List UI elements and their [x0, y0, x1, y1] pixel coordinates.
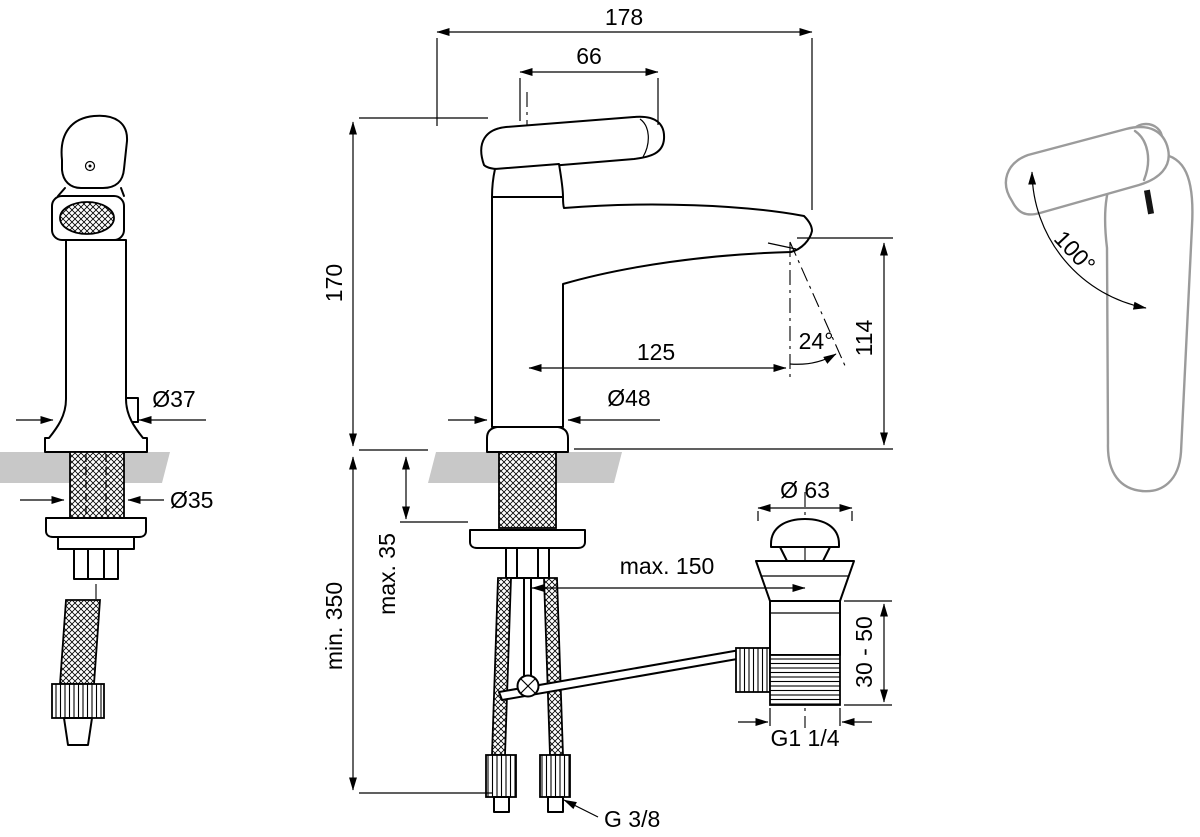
waste-assembly: Ø 63 max. 150 30 - 50 G1 1/4 [531, 477, 892, 751]
dim-label-spout-angle: 24° [799, 328, 834, 354]
dim-waste-range: 30 - 50 [844, 600, 892, 706]
dim-handle-length: 66 [519, 43, 659, 125]
hose-nut-left [485, 754, 517, 798]
dim-label-waste-range: 30 - 50 [851, 616, 877, 688]
hose-tip-right [547, 796, 564, 813]
swivel-arc [1028, 171, 1147, 310]
dim-side-diameter: Ø37 [16, 386, 206, 424]
mounting-nut-front [505, 547, 550, 579]
dim-overall-length: 178 [436, 4, 813, 210]
hose-tip-side [63, 717, 93, 746]
handle-indicator-center [88, 164, 92, 168]
dim-reach-and-angle: 125 24° [528, 241, 847, 380]
dim-label-waste-thread: G1 1/4 [770, 725, 839, 751]
dim-label-deck-max: max. 35 [374, 533, 400, 615]
handle-swivel-view: 100° [1004, 122, 1194, 493]
body-side [44, 239, 148, 453]
dim-outlet-height: 114 [574, 237, 893, 450]
waste-body [769, 600, 841, 656]
handle-neck-front [491, 163, 564, 198]
dim-label-shank-diameter: Ø35 [170, 487, 213, 513]
waste-flange-cone [755, 560, 855, 602]
body-and-spout-front [491, 196, 813, 428]
waste-plug-dome [770, 518, 840, 548]
waste-thread-section [769, 654, 841, 706]
dim-supply-thread: G 3/8 [563, 799, 660, 832]
dim-label-hose-min: min. 350 [321, 582, 347, 670]
dim-label-handle-length: 66 [576, 43, 602, 69]
threaded-shank-front [498, 451, 557, 529]
waste-adjuster-knob [735, 647, 771, 693]
hose-nut-side [51, 683, 105, 719]
side-view: Ø37 Ø35 [0, 114, 213, 746]
hose-nut-right [539, 754, 571, 798]
threaded-shank-side [69, 451, 125, 519]
dim-label-supply-thread: G 3/8 [604, 806, 660, 832]
pop-up-rod [523, 577, 532, 691]
mounting-flange-front [469, 529, 586, 549]
dim-deck-max: max. 35 [374, 456, 468, 615]
aerator-mesh [59, 201, 115, 235]
dim-waste-cap: Ø 63 [757, 477, 853, 521]
front-view: 178 66 170 min. 350 max. 35 [321, 4, 893, 832]
dim-label-swivel: 100° [1049, 225, 1100, 278]
dim-label-side-diameter: Ø37 [152, 386, 195, 412]
dim-label-outlet-height: 114 [851, 319, 877, 356]
supply-hose-left [491, 577, 512, 756]
dim-height: 170 [321, 117, 488, 451]
handle-side [60, 114, 129, 189]
dim-hose-min: min. 350 [321, 456, 492, 794]
washer-plate-side [45, 517, 147, 538]
supply-hose-side [59, 599, 101, 685]
dim-label-waste-offset: max. 150 [620, 553, 715, 579]
dim-shank-diameter: Ø35 [20, 487, 213, 513]
hose-tip-left [493, 796, 510, 813]
handle-lever-front [480, 115, 666, 171]
base-flange-front [486, 426, 569, 453]
dim-base-diameter: Ø48 [448, 385, 660, 424]
mounting-nut-side [73, 548, 119, 580]
handle-cap-seam [639, 118, 649, 158]
supply-hose-right [543, 577, 564, 756]
handle-indicator-dot [84, 160, 96, 172]
dim-label-base-diameter: Ø48 [607, 385, 650, 411]
dim-label-height: 170 [321, 264, 347, 302]
dim-waste-offset: max. 150 [531, 553, 806, 592]
clamp-plate-side [57, 536, 135, 550]
dim-waste-thread: G1 1/4 [738, 708, 872, 751]
dim-label-waste-cap: Ø 63 [780, 477, 830, 503]
aerator-front [767, 242, 797, 250]
dim-label-reach: 125 [637, 339, 675, 365]
dim-label-overall-length: 178 [605, 4, 643, 30]
